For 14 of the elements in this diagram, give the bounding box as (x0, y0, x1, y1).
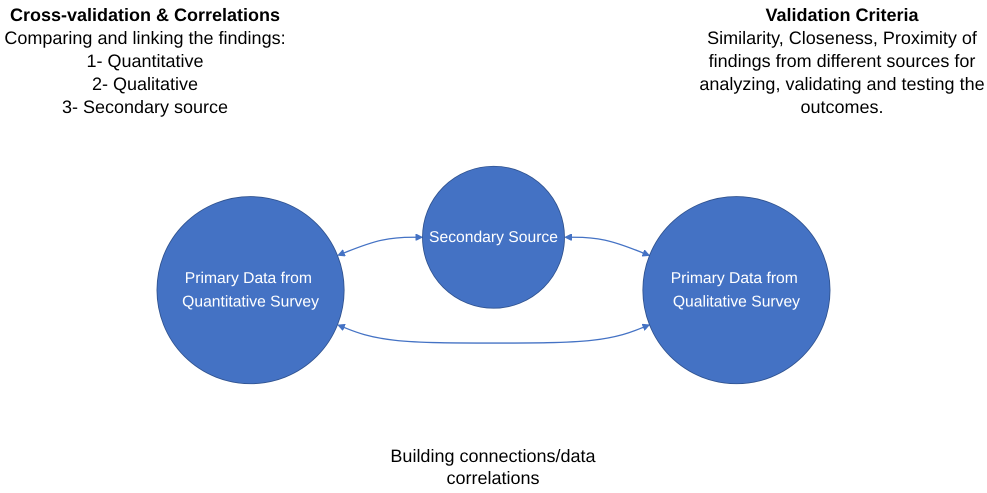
arrow (564, 233, 650, 257)
note-text: Similarity, Closeness, Proximity of findings from different sources for analyzing, validating and testing the outcomes. (698, 27, 986, 119)
arrow (337, 324, 650, 344)
heading: Validation Criteria (764, 4, 920, 27)
note-text: Building connections/data correlations (389, 445, 597, 489)
node-circle: Primary Data from Qualitative Survey (642, 196, 830, 384)
node-circle: Secondary Source (422, 166, 565, 309)
heading: Cross-validation & Correlations (8, 4, 282, 27)
arrow (337, 233, 423, 256)
note-text: 1- Quantitative (85, 50, 205, 73)
note-text: 2- Qualitative (90, 73, 200, 96)
node-circle: Primary Data from Quantitative Survey (156, 196, 345, 384)
note-text: 3- Secondary source (60, 96, 230, 119)
note-text: Comparing and linking the findings: (3, 27, 287, 50)
